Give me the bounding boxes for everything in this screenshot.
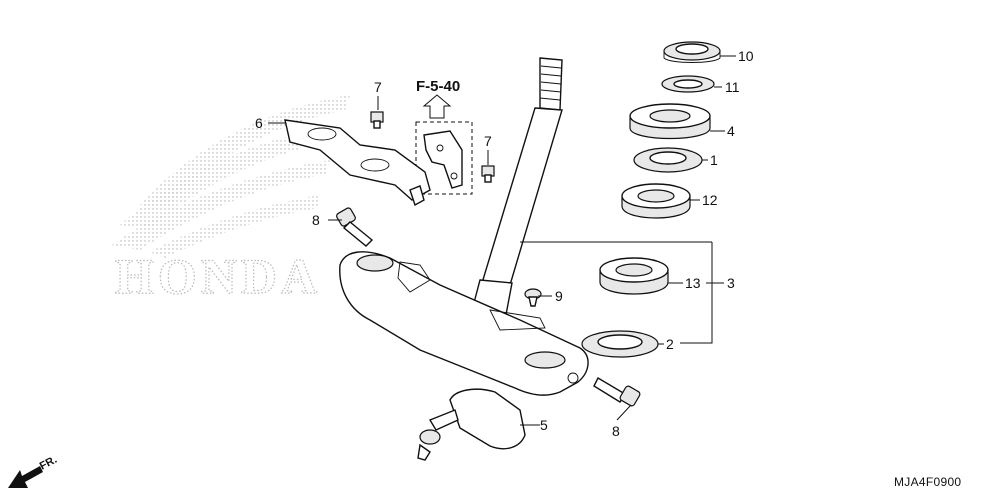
callout-13: 13 <box>685 275 701 291</box>
front-arrow-icon <box>8 466 43 488</box>
reference-arrow <box>422 94 452 119</box>
part-8-bolt-right <box>593 377 641 407</box>
part-7-bolt-a <box>370 111 384 129</box>
part-13-race <box>599 257 669 295</box>
honda-watermark-text: HONDA <box>115 248 321 304</box>
callout-12: 12 <box>702 192 718 208</box>
part-7-bolt-b <box>481 165 495 183</box>
callout-11: 11 <box>725 79 740 95</box>
honda-wing-watermark <box>112 95 350 258</box>
callout-6: 6 <box>255 115 263 131</box>
part-9-screw <box>524 288 542 307</box>
callout-1: 1 <box>710 152 718 168</box>
callout-7-left: 7 <box>374 79 382 95</box>
part-5-steering-lock <box>417 388 526 461</box>
diagram-code: MJA4F0900 <box>894 475 961 489</box>
bracket-detail <box>423 130 463 189</box>
callout-4: 4 <box>727 123 735 139</box>
callout-9: 9 <box>555 288 563 304</box>
callout-7-right: 7 <box>484 133 492 149</box>
part-11-washer <box>661 75 715 93</box>
callout-10: 10 <box>738 48 754 64</box>
callout-5: 5 <box>540 417 548 433</box>
reference-label: F-5-40 <box>416 78 460 95</box>
reference-box <box>415 121 473 195</box>
part-4-nut <box>629 103 711 140</box>
front-label: FR. <box>38 454 59 473</box>
leader-lines <box>268 55 736 426</box>
steering-stem-column <box>469 57 563 321</box>
callout-3: 3 <box>727 275 735 291</box>
callout-2: 2 <box>666 336 674 352</box>
part-2-seal <box>581 330 659 358</box>
part-8-bolt-left <box>336 207 374 247</box>
part-12-bearing <box>621 183 691 219</box>
callout-8-left: 8 <box>312 212 320 228</box>
stem-body <box>339 251 589 396</box>
callout-8-right: 8 <box>612 423 620 439</box>
part-10-nut <box>663 41 721 63</box>
part-1-race <box>633 147 703 173</box>
part-6-bracket <box>284 119 431 207</box>
